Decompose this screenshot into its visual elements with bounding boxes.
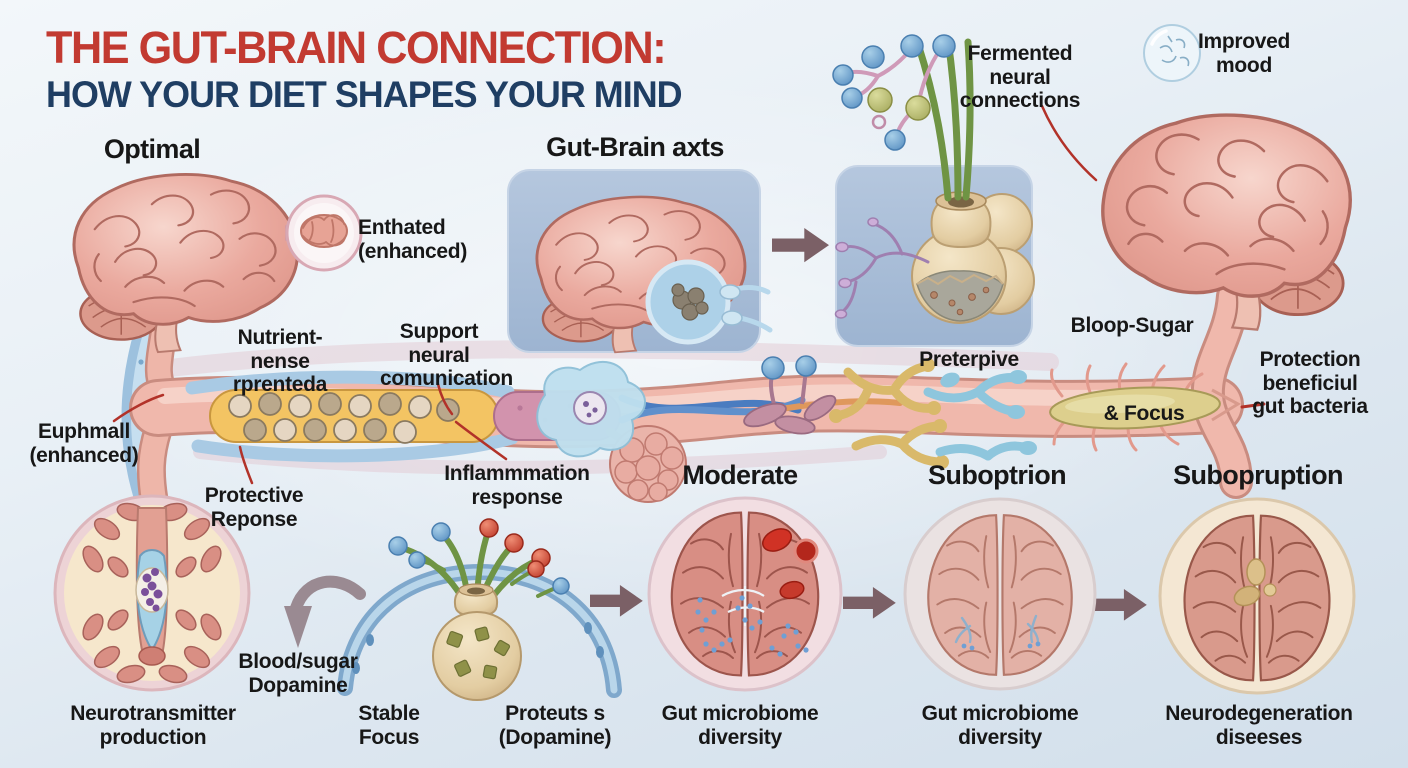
label-inflammation-response: Inflammmation response [444, 462, 590, 509]
label-support-neural: Support neural comunication [380, 320, 513, 391]
brain-coronal-section [53, 494, 251, 692]
glial-cell [536, 361, 646, 458]
label-fermented-neural: Fermented neural connections [959, 42, 1081, 113]
label-gut-microbiome-a: Gut microbiome diversity [661, 702, 819, 749]
microbe-bubble-icon [1143, 24, 1201, 82]
label-neurodegeneration: Neurodegeneration diseeses [1165, 702, 1353, 749]
bacteria-yellow [829, 358, 949, 469]
label-stable-focus: Stable Focus [358, 702, 420, 749]
curved-down-arrow [284, 575, 366, 648]
heading-moderate: Moderate [682, 460, 798, 490]
label-blood-sugar: Bloop-Sugar [1070, 314, 1194, 337]
label-gut-microbiome-b: Gut microbiome diversity [921, 702, 1079, 749]
label-proteins-dopamine: Proteuts s (Dopamine) [498, 702, 612, 749]
brain-degeneration [1158, 497, 1356, 695]
label-enhanced-inset: Enthated (enhanced) [358, 216, 468, 263]
label-protection-bacteria: Protection beneficiul gut bacteria [1252, 348, 1368, 419]
leader-lines [112, 104, 1266, 485]
dopamine-pot [337, 518, 622, 701]
title-line-1: THE GUT-BRAIN CONNECTION: [46, 22, 667, 73]
microbes-mauve [743, 355, 837, 435]
cell-cluster [606, 425, 687, 503]
bacteria-blue [923, 370, 1037, 461]
heading-optimal: Optimal [103, 134, 201, 164]
label-nutrient-dense: Nutrient- nense rprenteda [232, 326, 328, 397]
label-focus: & Focus [1103, 402, 1185, 425]
title-line-2: HOW YOUR DIET SHAPES YOUR MIND [46, 74, 683, 115]
label-neurotransmitter: Neurotransmitter production [70, 702, 236, 749]
flow-arrow-panels [772, 228, 829, 263]
panel-gut-closeup [834, 165, 1035, 347]
label-protective-response: Protective Reponse [204, 484, 304, 531]
label-improved-mood: Improved mood [1197, 30, 1291, 77]
flow-arrow-2 [843, 587, 896, 619]
label-blood-sugar-dopamine: Blood/sugar Dopamine [238, 650, 358, 697]
label-enhanced-left: Euphmall (enhanced) [29, 420, 139, 467]
heading-suboptimal: Suboptrion [928, 460, 1067, 490]
flow-arrow-1 [590, 585, 643, 617]
brain-moderate [647, 496, 843, 692]
fermented-branches [832, 34, 974, 202]
heading-suboptimal-2: Subopruption [1173, 460, 1343, 490]
panel-brain-closeup [507, 169, 773, 354]
heading-gut-brain-axis: Gut-Brain axts [546, 132, 724, 162]
brain-optimal [72, 172, 363, 354]
flow-arrow-3 [1094, 589, 1147, 621]
brain-suboptimal [903, 497, 1097, 691]
nutrient-segment [185, 370, 519, 463]
bacterium-rod [1049, 362, 1221, 452]
label-prebiotic: Preterpive [919, 348, 1019, 371]
